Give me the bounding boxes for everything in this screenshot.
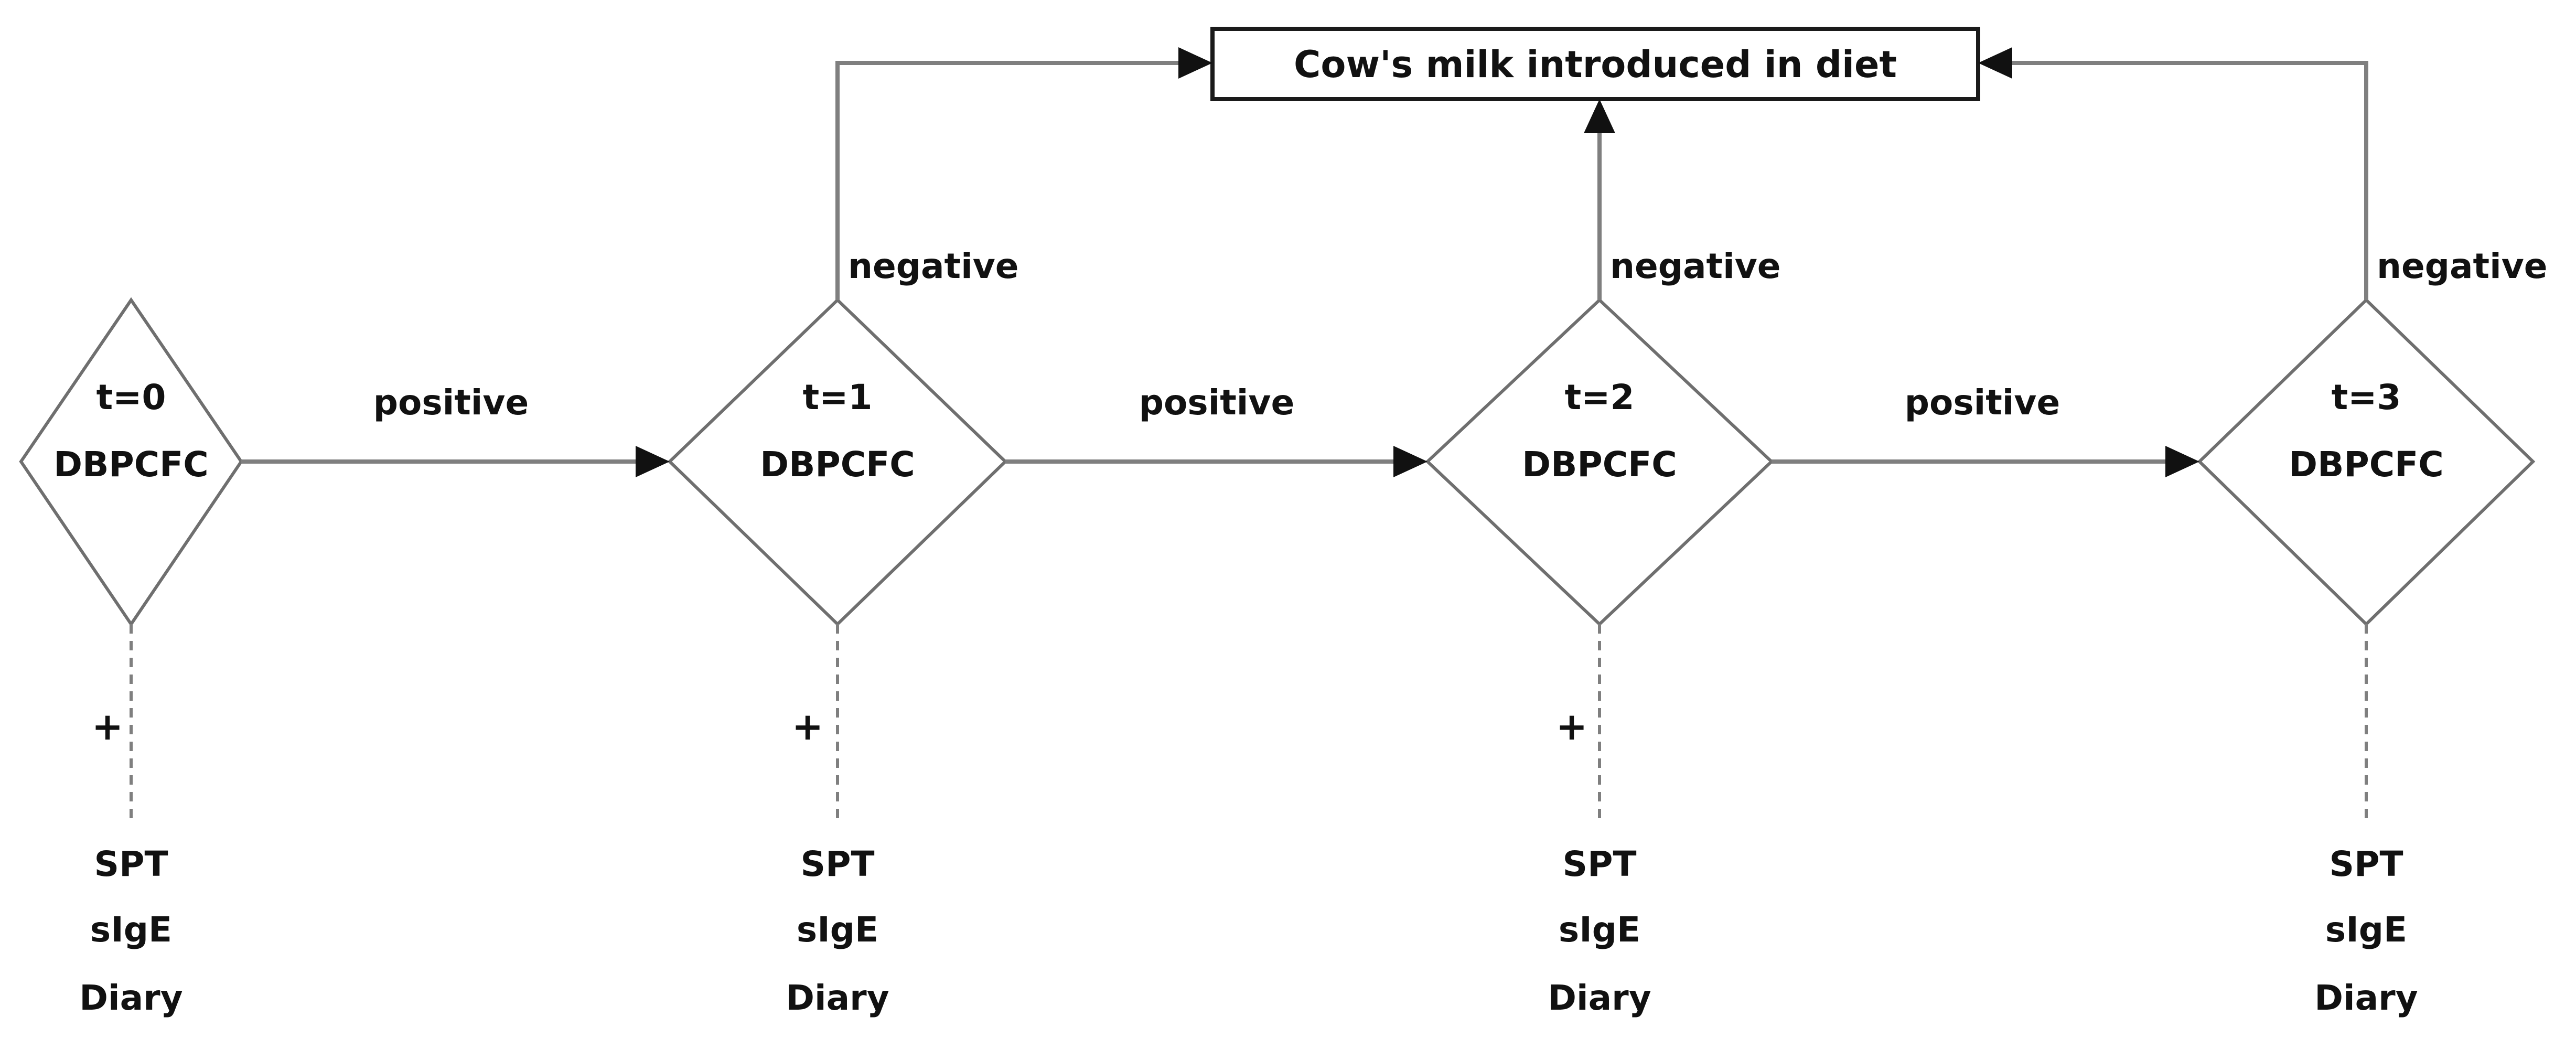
- tests-t3-diary: Diary: [2314, 978, 2418, 1018]
- tests-t3-spt: SPT: [2330, 844, 2403, 884]
- plus-marker-t1: +: [792, 704, 823, 748]
- negative-arrowhead-t1: [1178, 47, 1212, 79]
- node-t2-time: t=2: [1565, 377, 1635, 418]
- plus-marker-t0: +: [92, 704, 123, 748]
- tests-t0-diary: Diary: [79, 978, 183, 1018]
- positive-label-2: positive: [1139, 382, 1294, 423]
- tests-t3-sige: sIgE: [2325, 909, 2407, 950]
- cows-milk-label: Cow's milk introduced in diet: [1294, 43, 1897, 86]
- positive-label-3: positive: [1905, 382, 2060, 423]
- node-t2-test: DBPCFC: [1522, 444, 1677, 485]
- tests-t1-diary: Diary: [786, 978, 889, 1018]
- tests-t0-spt: SPT: [94, 844, 168, 884]
- positive-arrowhead-t2: [1393, 446, 1427, 477]
- tests-t2-spt: SPT: [1563, 844, 1637, 884]
- node-t3-test: DBPCFC: [2289, 444, 2443, 485]
- negative-label-t1: negative: [848, 246, 1019, 286]
- tests-t2-sige: sIgE: [1559, 909, 1640, 950]
- tests-t0-sige: sIgE: [90, 909, 172, 950]
- node-t0-time: t=0: [96, 377, 166, 418]
- node-t3-time: t=3: [2332, 377, 2401, 418]
- negative-arrow-t1: [835, 61, 1183, 300]
- node-t1-time: t=1: [803, 377, 873, 418]
- tests-t1-spt: SPT: [801, 844, 875, 884]
- negative-arrowhead-t3: [1978, 47, 2012, 79]
- plus-marker-t2: +: [1556, 704, 1587, 748]
- negative-arrowhead-t2: [1584, 99, 1615, 133]
- positive-arrowhead-t1: [636, 446, 670, 477]
- tests-t1-sige: sIgE: [797, 909, 878, 950]
- tests-t2-diary: Diary: [1548, 978, 1651, 1018]
- node-t0-test: DBPCFC: [53, 444, 208, 485]
- negative-label-t3: negative: [2377, 246, 2548, 286]
- positive-label-1: positive: [373, 382, 529, 423]
- negative-arrow-t3: [2009, 61, 2368, 300]
- negative-label-t2: negative: [1610, 246, 1781, 286]
- positive-arrowhead-t3: [2165, 446, 2199, 477]
- cows-milk-box: [1210, 27, 1980, 101]
- node-t1-test: DBPCFC: [760, 444, 915, 485]
